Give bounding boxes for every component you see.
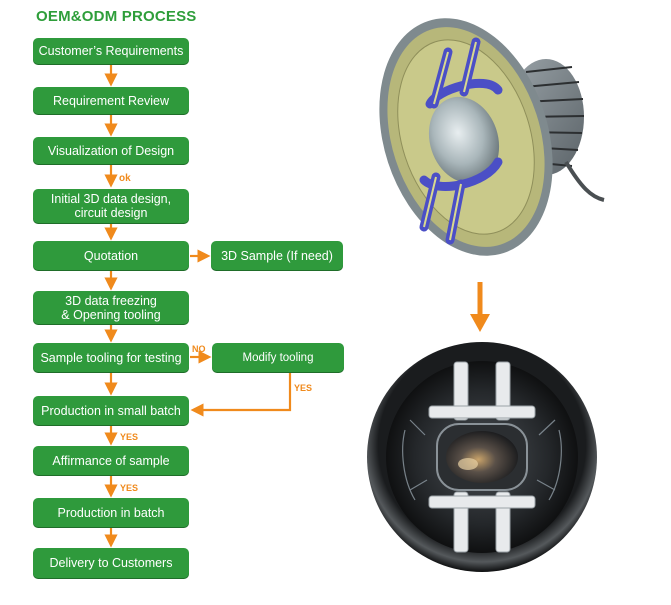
step-label: Customer’s Requirements: [38, 44, 184, 58]
step-label: 3D Sample (If need): [221, 248, 333, 263]
step-3d-data-freezing: 3D data freezing & Opening tooling: [33, 291, 189, 324]
step-label: Quotation: [83, 248, 139, 263]
step-sample-tooling: Sample tooling for testing: [33, 343, 189, 372]
label-yes-affirmance: YES: [120, 483, 139, 493]
side-3d-sample: 3D Sample (If need): [211, 241, 343, 270]
label-ok: ok: [119, 173, 131, 184]
step-quotation: Quotation: [33, 241, 189, 270]
diagram-title: OEM&ODM PROCESS: [36, 8, 197, 25]
step-delivery-to-customers: Delivery to Customers: [33, 548, 189, 578]
step-label: Initial 3D data design, circuit design: [50, 192, 172, 220]
step-label: Sample tooling for testing: [40, 350, 182, 365]
step-label: Visualization of Design: [47, 143, 175, 158]
step-production-small-batch: Production in small batch: [33, 396, 189, 425]
label-yes-small-batch: YES: [120, 432, 139, 442]
step-initial-3d-design: Initial 3D data design, circuit design: [33, 189, 189, 223]
label-yes-modify: YES: [294, 383, 313, 393]
step-label: 3D data freezing & Opening tooling: [61, 293, 161, 322]
side-modify-tooling: Modify tooling: [212, 343, 344, 372]
step-label: Affirmance of sample: [52, 453, 170, 468]
arrow-head-big: [470, 314, 490, 332]
step-visualization-of-design: Visualization of Design: [33, 137, 189, 164]
lamp-product-photo: [367, 342, 597, 572]
step-label: Production in small batch: [41, 403, 181, 418]
step-label: Requirement Review: [52, 93, 170, 108]
step-label: Modify tooling: [242, 351, 314, 364]
step-requirement-review: Requirement Review: [33, 87, 189, 114]
step-customer-requirements: Customer’s Requirements: [33, 38, 189, 64]
arrow-return: [190, 373, 292, 417]
step-label: Delivery to Customers: [49, 556, 173, 570]
step-production-in-batch: Production in batch: [33, 498, 189, 527]
label-no: NO: [192, 344, 206, 354]
lamp-3d-model-image: [379, 18, 605, 256]
step-label: Production in batch: [57, 505, 165, 520]
step-affirmance-of-sample: Affirmance of sample: [33, 446, 189, 475]
